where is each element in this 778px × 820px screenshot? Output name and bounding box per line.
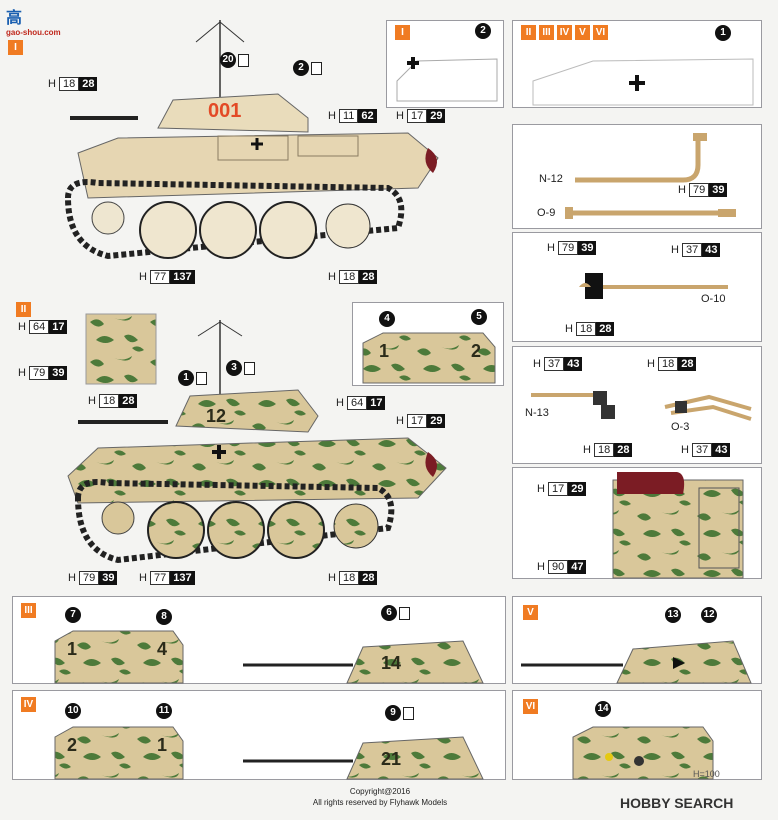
antenna-parts xyxy=(565,133,736,219)
turret-views-IV xyxy=(54,726,484,780)
decal-number: 2 xyxy=(293,60,309,76)
decal-square xyxy=(311,62,322,75)
tank-side-view-I xyxy=(64,20,439,260)
decal-number: 20 xyxy=(220,52,236,68)
decal-square xyxy=(238,54,249,67)
panel-I-detail: I 2 xyxy=(386,20,504,108)
turret-rear-camo xyxy=(362,332,496,384)
panel-V: V 13 12 xyxy=(512,596,762,684)
turret-view-VI xyxy=(572,726,714,780)
camo-swatch xyxy=(85,313,157,385)
turret-number: 001 xyxy=(208,100,242,122)
panel-VI: VI 14 H=100 xyxy=(512,690,762,780)
panel-IV: IV 10 11 2 1 9 21 xyxy=(12,690,506,780)
copyright-footer: Copyright@2016 All rights reserved by Fl… xyxy=(312,787,448,807)
version-tag: I xyxy=(8,40,23,55)
jack-parts xyxy=(531,391,752,421)
turret-rear-drawing xyxy=(396,57,498,102)
panel-II-VI-detail: II III IV V VI 1 xyxy=(512,20,762,108)
turret-side-drawing xyxy=(532,58,754,106)
turret-views-III xyxy=(54,630,484,684)
panel-III: III 7 8 1 4 6 14 xyxy=(12,596,506,684)
pioneer-tool-part xyxy=(579,273,728,299)
site-logo: 高 gao-shou.com xyxy=(6,10,61,37)
hobby-search-watermark: HOBBY SEARCH xyxy=(620,795,734,811)
panel-II-detail: 4 5 1 2 xyxy=(352,302,504,386)
rear-plate-drawing xyxy=(612,472,744,579)
tank-side-view-II xyxy=(67,320,447,564)
turret-number: 12 xyxy=(206,406,227,426)
turret-view-V xyxy=(521,640,752,684)
